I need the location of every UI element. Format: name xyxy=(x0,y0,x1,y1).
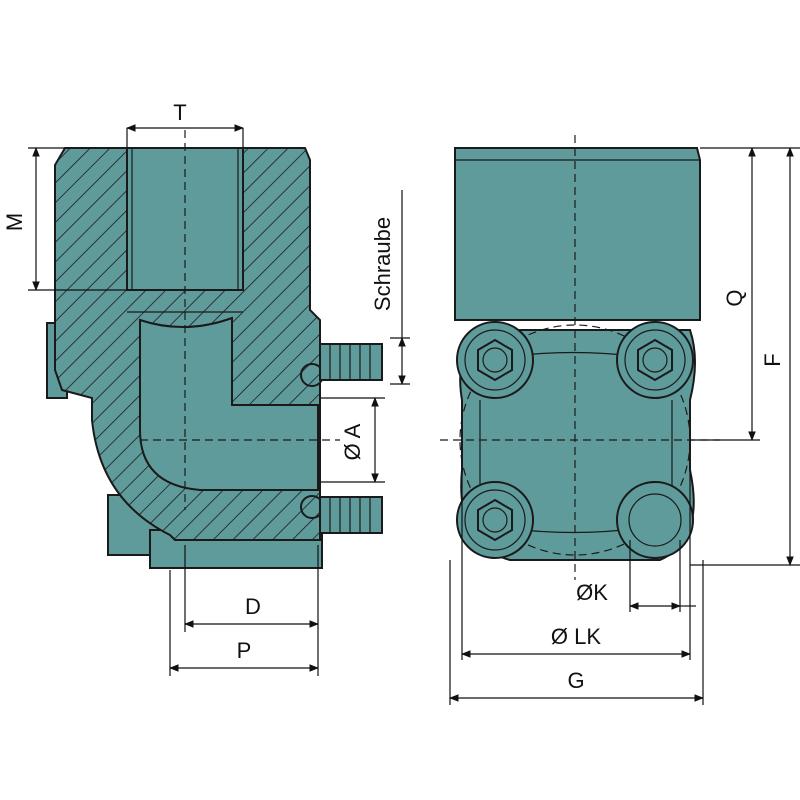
dim-label-oa: Ø A xyxy=(340,423,365,460)
section-view xyxy=(46,130,383,569)
front-view xyxy=(440,135,720,580)
bolt-bottom-left xyxy=(456,481,534,559)
dim-label-olk: Ø LK xyxy=(551,624,601,649)
main-block xyxy=(454,147,701,321)
dim-label-f: F xyxy=(760,353,785,366)
bolt-hole-bottom-right xyxy=(616,481,694,559)
bolt-top-right xyxy=(616,321,694,399)
dim-label-t: T xyxy=(173,100,186,125)
dim-label-m: M xyxy=(2,213,27,231)
dimensions-left: T M Schraube Ø A D P xyxy=(2,100,410,676)
dim-label-p: P xyxy=(237,638,252,663)
dim-label-g: G xyxy=(567,668,584,693)
dimensions-right: Q F ØK Ø LK G xyxy=(449,147,800,705)
stud-bottom xyxy=(319,496,383,534)
stud-top xyxy=(319,343,383,381)
dim-label-d: D xyxy=(245,594,261,619)
bolt-top-left xyxy=(456,321,534,399)
dim-label-q: Q xyxy=(722,289,747,306)
dim-label-schraube: Schraube xyxy=(370,217,395,311)
dim-label-ok: ØK xyxy=(576,580,608,605)
